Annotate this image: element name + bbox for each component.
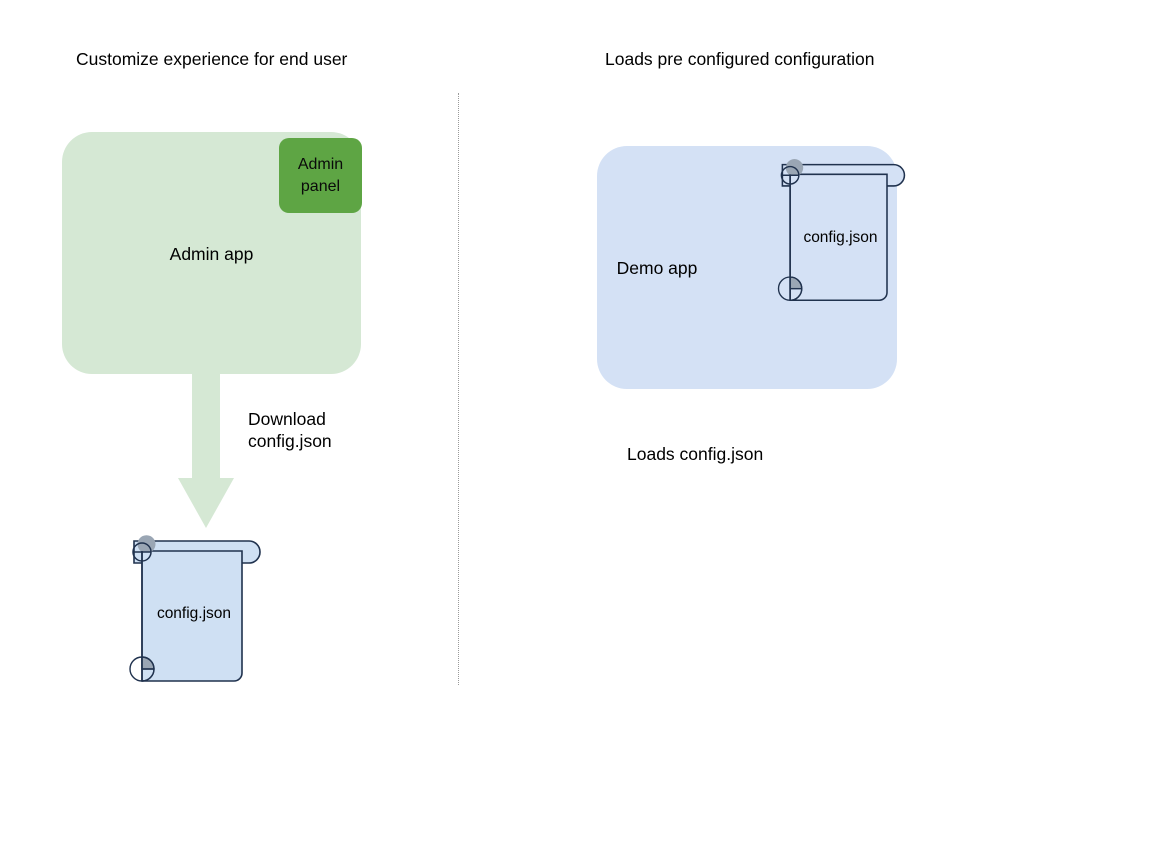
config-json-document-right: config.json	[772, 153, 909, 308]
admin-panel-label: Admin panel	[298, 154, 343, 197]
download-arrow-label-line2: config.json	[248, 431, 332, 452]
download-arrow-label-line1: Download	[248, 409, 326, 429]
left-section-title: Customize experience for end user	[76, 49, 348, 69]
admin-panel-label-line2: panel	[300, 177, 341, 195]
section-divider	[458, 93, 459, 685]
admin-app-label: Admin app	[169, 244, 254, 264]
download-arrow-label: Download config.json	[248, 408, 332, 453]
download-arrow-icon	[178, 374, 234, 528]
document-scroll-icon	[777, 159, 906, 302]
config-json-document-left: config.json	[124, 529, 264, 689]
loads-config-caption: Loads config.json	[627, 444, 764, 464]
admin-panel-label-line1: Admin	[297, 155, 344, 173]
document-scroll-icon	[129, 535, 261, 682]
admin-panel-chip[interactable]: Admin panel	[279, 138, 362, 213]
download-arrow	[178, 374, 234, 530]
demo-app-label: Demo app	[616, 258, 698, 278]
right-section-title: Loads pre configured configuration	[605, 49, 875, 69]
